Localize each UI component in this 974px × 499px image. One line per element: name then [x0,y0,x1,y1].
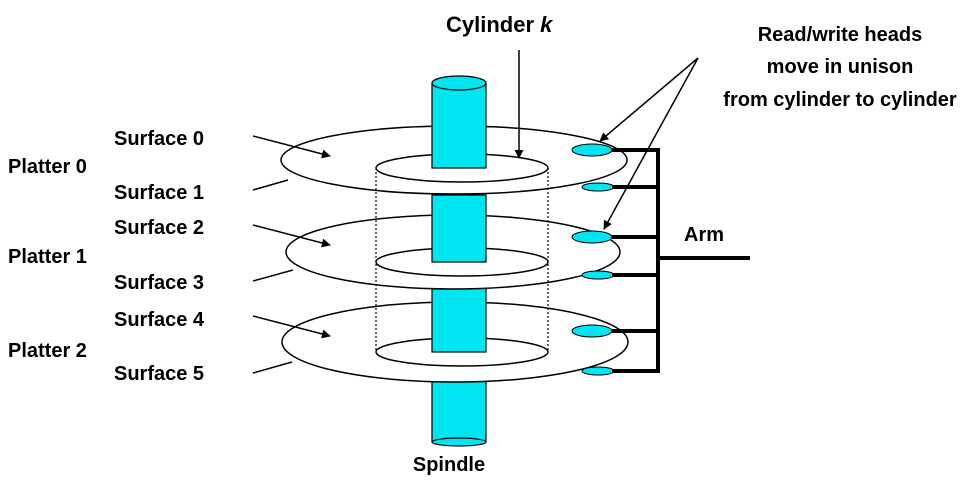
spindle-segment-3 [431,286,487,353]
read-write-heads [571,143,615,376]
arm-label: Arm [684,224,724,246]
heads-note-line-3: from cylinder to cylinder [723,89,957,111]
platter-label-0: Platter 0 [8,156,87,178]
spindle-segment-2 [431,194,487,263]
spindle-top-cap [431,75,487,91]
surface-pointers [252,135,331,374]
surface-label-3: Surface 3 [114,272,204,294]
surface-label-5: Surface 5 [114,363,204,385]
surface-label-2: Surface 2 [114,217,204,239]
heads-note-line-1: Read/write heads [758,24,923,46]
spindle-base [431,437,487,447]
cylinder-k-outline [375,168,549,352]
platter-label-2: Platter 2 [8,340,87,362]
surface-label-0: Surface 0 [114,128,204,150]
surface-label-1: Surface 1 [114,182,204,204]
arm-assembly [612,148,750,373]
heads-pointers [599,57,699,230]
platter-label-1: Platter 1 [8,246,87,268]
surface-label-4: Surface 4 [114,309,205,331]
spindle-segment-top [431,82,487,169]
cylinder-k-label: Cylinder k [446,12,554,37]
spindle-label: Spindle [413,454,485,476]
heads-note-line-2: move in unison [767,56,914,78]
